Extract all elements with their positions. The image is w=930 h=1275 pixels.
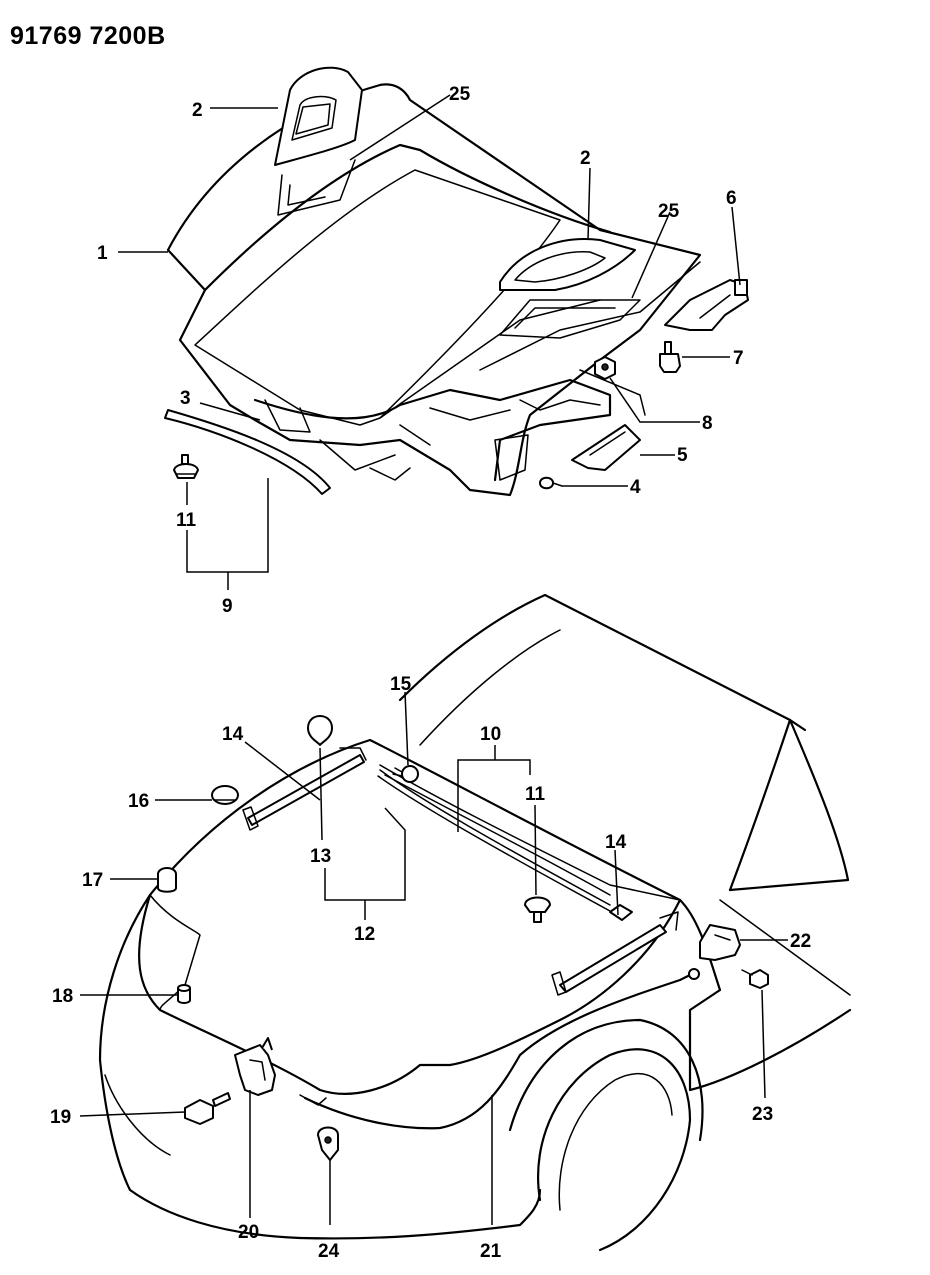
callout-7: 7 bbox=[733, 348, 744, 369]
callout-1: 1 bbox=[97, 243, 108, 264]
hood-panel bbox=[166, 83, 702, 497]
callout-3: 3 bbox=[180, 388, 191, 409]
callout-19: 19 bbox=[50, 1107, 71, 1128]
callout-6: 6 bbox=[726, 188, 737, 209]
cap-16 bbox=[211, 785, 239, 805]
callout-22: 22 bbox=[790, 931, 811, 952]
bracket-5 bbox=[571, 424, 641, 471]
cable-clamp-24 bbox=[317, 1126, 339, 1161]
plug-13 bbox=[307, 715, 333, 746]
callout-11-hood: 11 bbox=[176, 510, 197, 531]
callout-8: 8 bbox=[702, 413, 713, 434]
bolt-7 bbox=[659, 341, 681, 373]
hood-release-cable bbox=[299, 968, 700, 1130]
bumper-stop-17 bbox=[157, 867, 177, 893]
callouts: 1 2 2 3 4 5 6 7 8 9 10 11 11 12 13 14 14… bbox=[50, 84, 811, 1262]
hood-hinge bbox=[664, 279, 749, 331]
callout-4: 4 bbox=[630, 477, 641, 498]
weatherstrip-9 bbox=[164, 409, 331, 495]
screw-23 bbox=[741, 969, 769, 989]
callout-9: 9 bbox=[222, 596, 233, 617]
callout-25-left: 25 bbox=[449, 84, 471, 105]
callout-15: 15 bbox=[390, 674, 412, 695]
nut-8 bbox=[594, 356, 616, 380]
clip-11-hood bbox=[173, 454, 199, 479]
document-code: 91769 7200B bbox=[10, 22, 166, 50]
callout-16: 16 bbox=[128, 791, 149, 812]
hood-scoop-right bbox=[499, 238, 641, 339]
hood-latch bbox=[234, 1037, 276, 1096]
car-front-body bbox=[98, 593, 852, 1252]
hood-support-rod-right bbox=[551, 904, 679, 996]
callout-2-left: 2 bbox=[192, 100, 203, 121]
callout-18: 18 bbox=[52, 986, 73, 1007]
clip-11-cowl bbox=[524, 896, 551, 923]
callout-17: 17 bbox=[82, 870, 103, 891]
callout-21: 21 bbox=[480, 1241, 502, 1262]
callout-14-left: 14 bbox=[222, 724, 244, 745]
leader-lines bbox=[79, 94, 788, 1225]
callout-20: 20 bbox=[238, 1222, 259, 1243]
callout-10: 10 bbox=[480, 724, 501, 745]
callout-5: 5 bbox=[677, 445, 688, 466]
hood-support-rod-left bbox=[242, 747, 367, 831]
callout-24: 24 bbox=[318, 1241, 340, 1262]
bumper-stop-18 bbox=[177, 984, 191, 1004]
callout-12: 12 bbox=[354, 924, 375, 945]
washer-hose bbox=[377, 769, 611, 912]
clip-4 bbox=[539, 476, 563, 490]
callout-14-right: 14 bbox=[605, 832, 627, 853]
callout-25-right: 25 bbox=[658, 201, 680, 222]
callout-11-cowl: 11 bbox=[525, 784, 546, 805]
callout-2-right: 2 bbox=[580, 148, 591, 169]
callout-23: 23 bbox=[752, 1104, 773, 1125]
release-lever-22 bbox=[699, 924, 741, 961]
grommet-15 bbox=[392, 765, 419, 783]
bolt-19 bbox=[184, 1092, 231, 1125]
callout-13: 13 bbox=[310, 846, 331, 867]
hood-scoop-left bbox=[274, 66, 363, 216]
